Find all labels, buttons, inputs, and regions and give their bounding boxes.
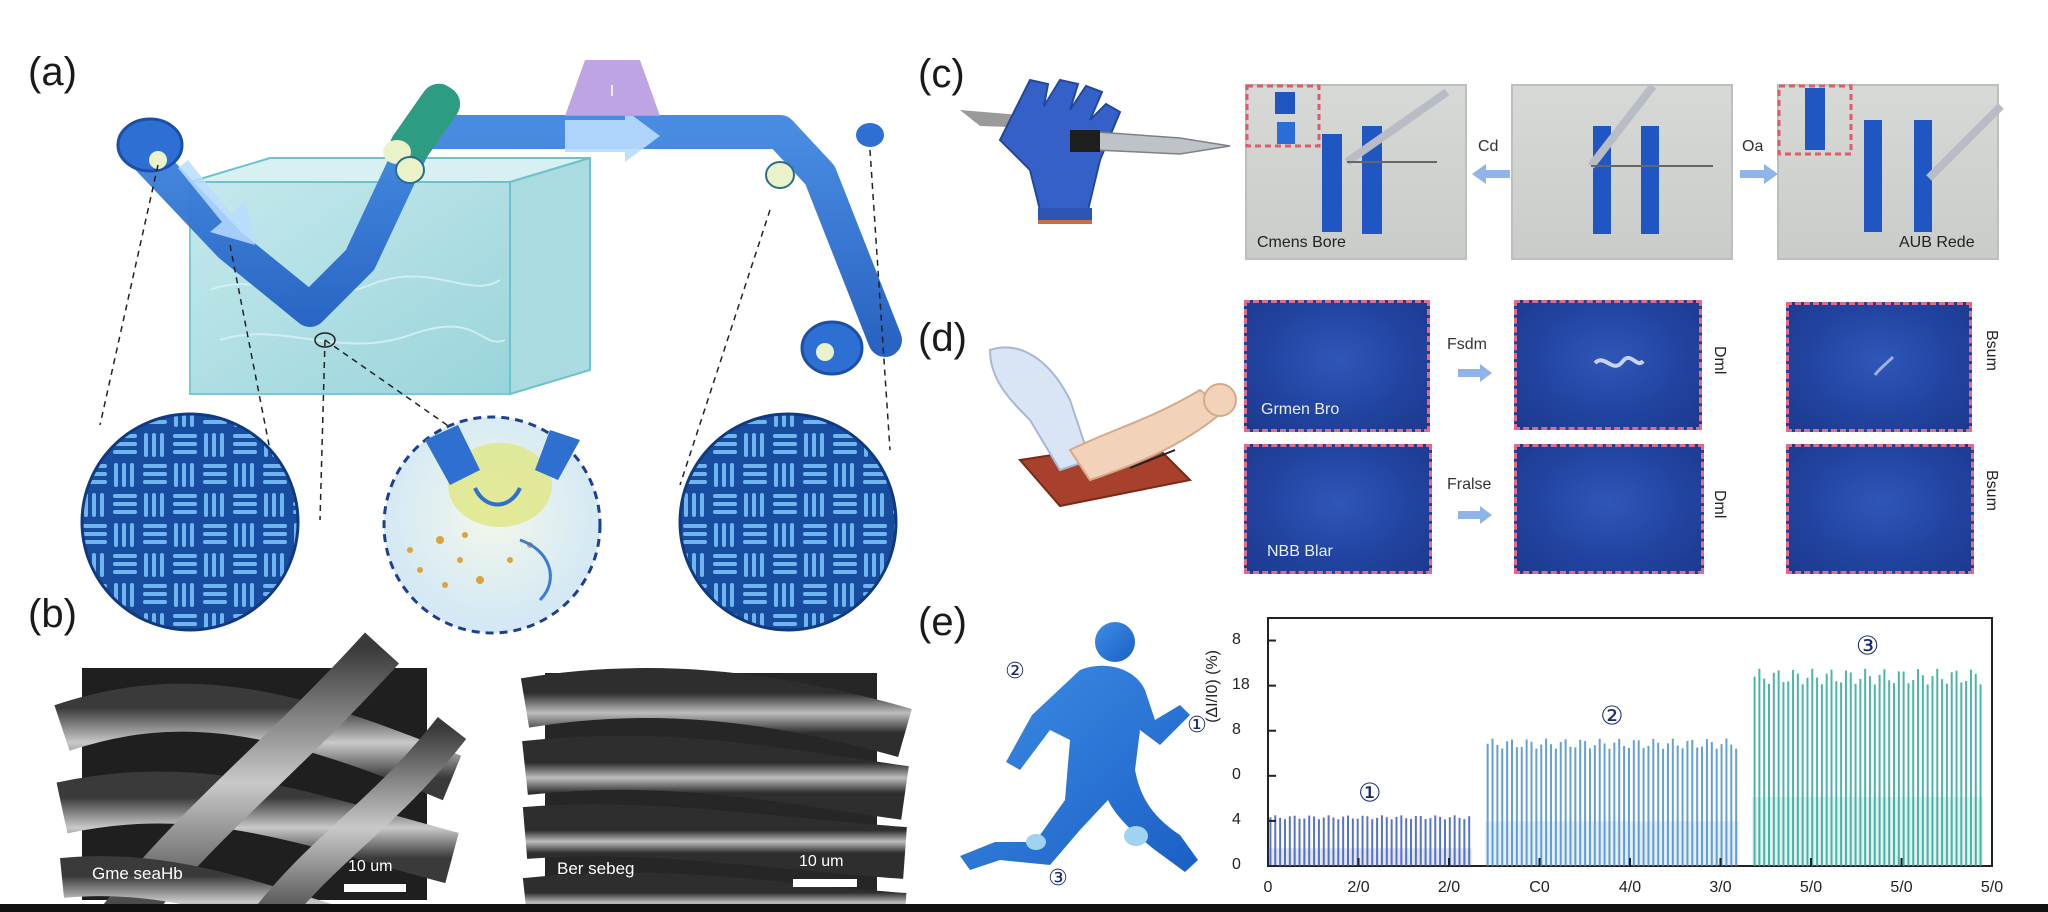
chart-xtick-label-6: 3/0 bbox=[1709, 879, 1731, 896]
arrow-right-icon bbox=[1458, 364, 1492, 382]
sem-image-right: Ber sebeg 10 um bbox=[520, 668, 912, 912]
figure-marker-1: ② bbox=[1005, 659, 1025, 684]
sem-left-scale-text: 10 um bbox=[348, 858, 393, 875]
chart-ytick-label-4: 8 bbox=[1232, 720, 1241, 738]
abrasion-side-label-1: Dml bbox=[1711, 346, 1728, 375]
chart-ytick-label-2: 4 bbox=[1232, 810, 1241, 828]
abrasion-photo-bottom-2 bbox=[1514, 444, 1704, 574]
chart-xtick-label-1: 0 bbox=[1264, 879, 1273, 896]
panel-label-b: (b) bbox=[28, 592, 77, 636]
chart-xtick-label-3: 2/0 bbox=[1438, 879, 1460, 896]
abrasion-damage-mark bbox=[1593, 355, 1645, 368]
healing-zoom-circle bbox=[382, 415, 602, 635]
sandpaper-abrasion-illustration bbox=[988, 346, 1237, 508]
roller-left bbox=[116, 117, 184, 173]
sem-fibers-right bbox=[520, 668, 912, 912]
abrasion-photo-bottom-3 bbox=[1786, 444, 1974, 574]
sem-left-label: Gme seaHb bbox=[92, 864, 183, 883]
abrasion-photo-top-1: Grmen Bro bbox=[1244, 300, 1430, 432]
abrasion-arrow-top-label: Fsdm bbox=[1447, 336, 1487, 353]
glove-knife-illustration bbox=[960, 78, 1231, 224]
chart-xtick-label-5: 4/0 bbox=[1619, 879, 1641, 896]
panel-label-d: (d) bbox=[918, 316, 967, 360]
arrow-right-icon bbox=[1740, 164, 1778, 184]
chart-ylabel: (ΔI/I0) (%) bbox=[1204, 650, 1221, 723]
running-person-figure: ② ① ③ bbox=[960, 622, 1207, 891]
chart-ytick-label-3: 0 bbox=[1232, 765, 1241, 783]
chart-ytick-label-5: 18 bbox=[1232, 675, 1250, 693]
figure-marker-3: ③ bbox=[1048, 866, 1068, 891]
sem-image-left: Gme seaHb 10 um bbox=[54, 632, 467, 912]
chart-segment-marker-2: ② bbox=[1600, 702, 1623, 732]
abrasion-top-1-label: Grmen Bro bbox=[1261, 401, 1340, 418]
chart-xtick-label-7: 5/0 bbox=[1800, 879, 1822, 896]
figure-marker-2: ① bbox=[1187, 713, 1207, 738]
strain-response-chart: ① ② ③ 0 2/0 2/0 C0 4/0 3/0 5/0 5/0 5/0 bbox=[1260, 610, 2003, 904]
bottom-border bbox=[0, 904, 2048, 912]
cut-photo-3: AUB Rede bbox=[1777, 84, 2004, 260]
cut-photo-1-label: Cmens Bore bbox=[1257, 234, 1346, 251]
sem-fibers-left bbox=[54, 632, 467, 912]
cut-photo-3-content bbox=[1777, 84, 2004, 232]
chart-segment-fill-1 bbox=[1268, 848, 1472, 866]
fabric-weave-right bbox=[678, 412, 898, 632]
panel-label-e: (e) bbox=[918, 600, 967, 644]
chart-segment-marker-1: ① bbox=[1358, 778, 1381, 808]
chart-segment-fill-3 bbox=[1752, 796, 1983, 866]
roller-right-bottom bbox=[800, 320, 864, 376]
arrow-left-icon bbox=[1472, 164, 1510, 184]
arrow-right-icon bbox=[1458, 506, 1492, 524]
cut-photo-1-content bbox=[1245, 84, 1450, 234]
chart-xtick-label-4: C0 bbox=[1529, 879, 1550, 896]
abrasion-photo-top-2 bbox=[1514, 300, 1702, 430]
sem-right-scale-bar bbox=[793, 879, 857, 887]
abrasion-bottom-1-label: NBB Blar bbox=[1267, 543, 1333, 560]
cut-photo-2-content bbox=[1587, 83, 1713, 234]
cut-arrow-right-label: Oa bbox=[1742, 138, 1764, 155]
abrasion-side-label-4: Bsum bbox=[1983, 470, 2000, 511]
cut-photo-2 bbox=[1511, 83, 1733, 260]
sem-right-scale-text: 10 um bbox=[799, 853, 844, 870]
chart-xtick-label-9: 5/0 bbox=[1981, 879, 2003, 896]
chart-xtick-label-8: 5/0 bbox=[1890, 879, 1912, 896]
chart-xtick-label-2: 2/0 bbox=[1347, 879, 1369, 896]
panel-label-a: (a) bbox=[28, 50, 77, 94]
cut-photo-3-label: AUB Rede bbox=[1899, 234, 1975, 251]
panel-label-c: (c) bbox=[918, 52, 965, 96]
chart-svg: ① ② ③ 0 2/0 2/0 C0 4/0 3/0 5/0 5/0 5/0 bbox=[1264, 617, 2003, 896]
chart-segment-marker-3: ③ bbox=[1856, 632, 1879, 662]
chart-segment-fill-2 bbox=[1485, 821, 1739, 866]
abrasion-side-label-3: Dml bbox=[1711, 490, 1728, 519]
cut-photo-1: Cmens Bore bbox=[1245, 84, 1467, 260]
fabric-weave-left bbox=[80, 412, 300, 632]
abrasion-photo-top-3 bbox=[1786, 302, 1972, 432]
abrasion-arrow-bottom-label: Fralse bbox=[1447, 476, 1492, 493]
chart-ytick-label-1: 0 bbox=[1232, 856, 1241, 873]
sem-left-scale-bar bbox=[344, 884, 406, 892]
svg-text:I: I bbox=[610, 83, 614, 100]
abrasion-photo-bottom-1: NBB Blar bbox=[1244, 444, 1432, 574]
fabric-process-schematic: I bbox=[80, 60, 902, 635]
sem-right-label: Ber sebeg bbox=[557, 859, 635, 878]
abrasion-side-label-2: Bsum bbox=[1983, 330, 2000, 371]
cut-arrow-left-label: Cd bbox=[1478, 138, 1499, 155]
chart-ytick-label-6: 8 bbox=[1232, 630, 1241, 648]
abrasion-scratch-mark bbox=[1873, 355, 1895, 376]
